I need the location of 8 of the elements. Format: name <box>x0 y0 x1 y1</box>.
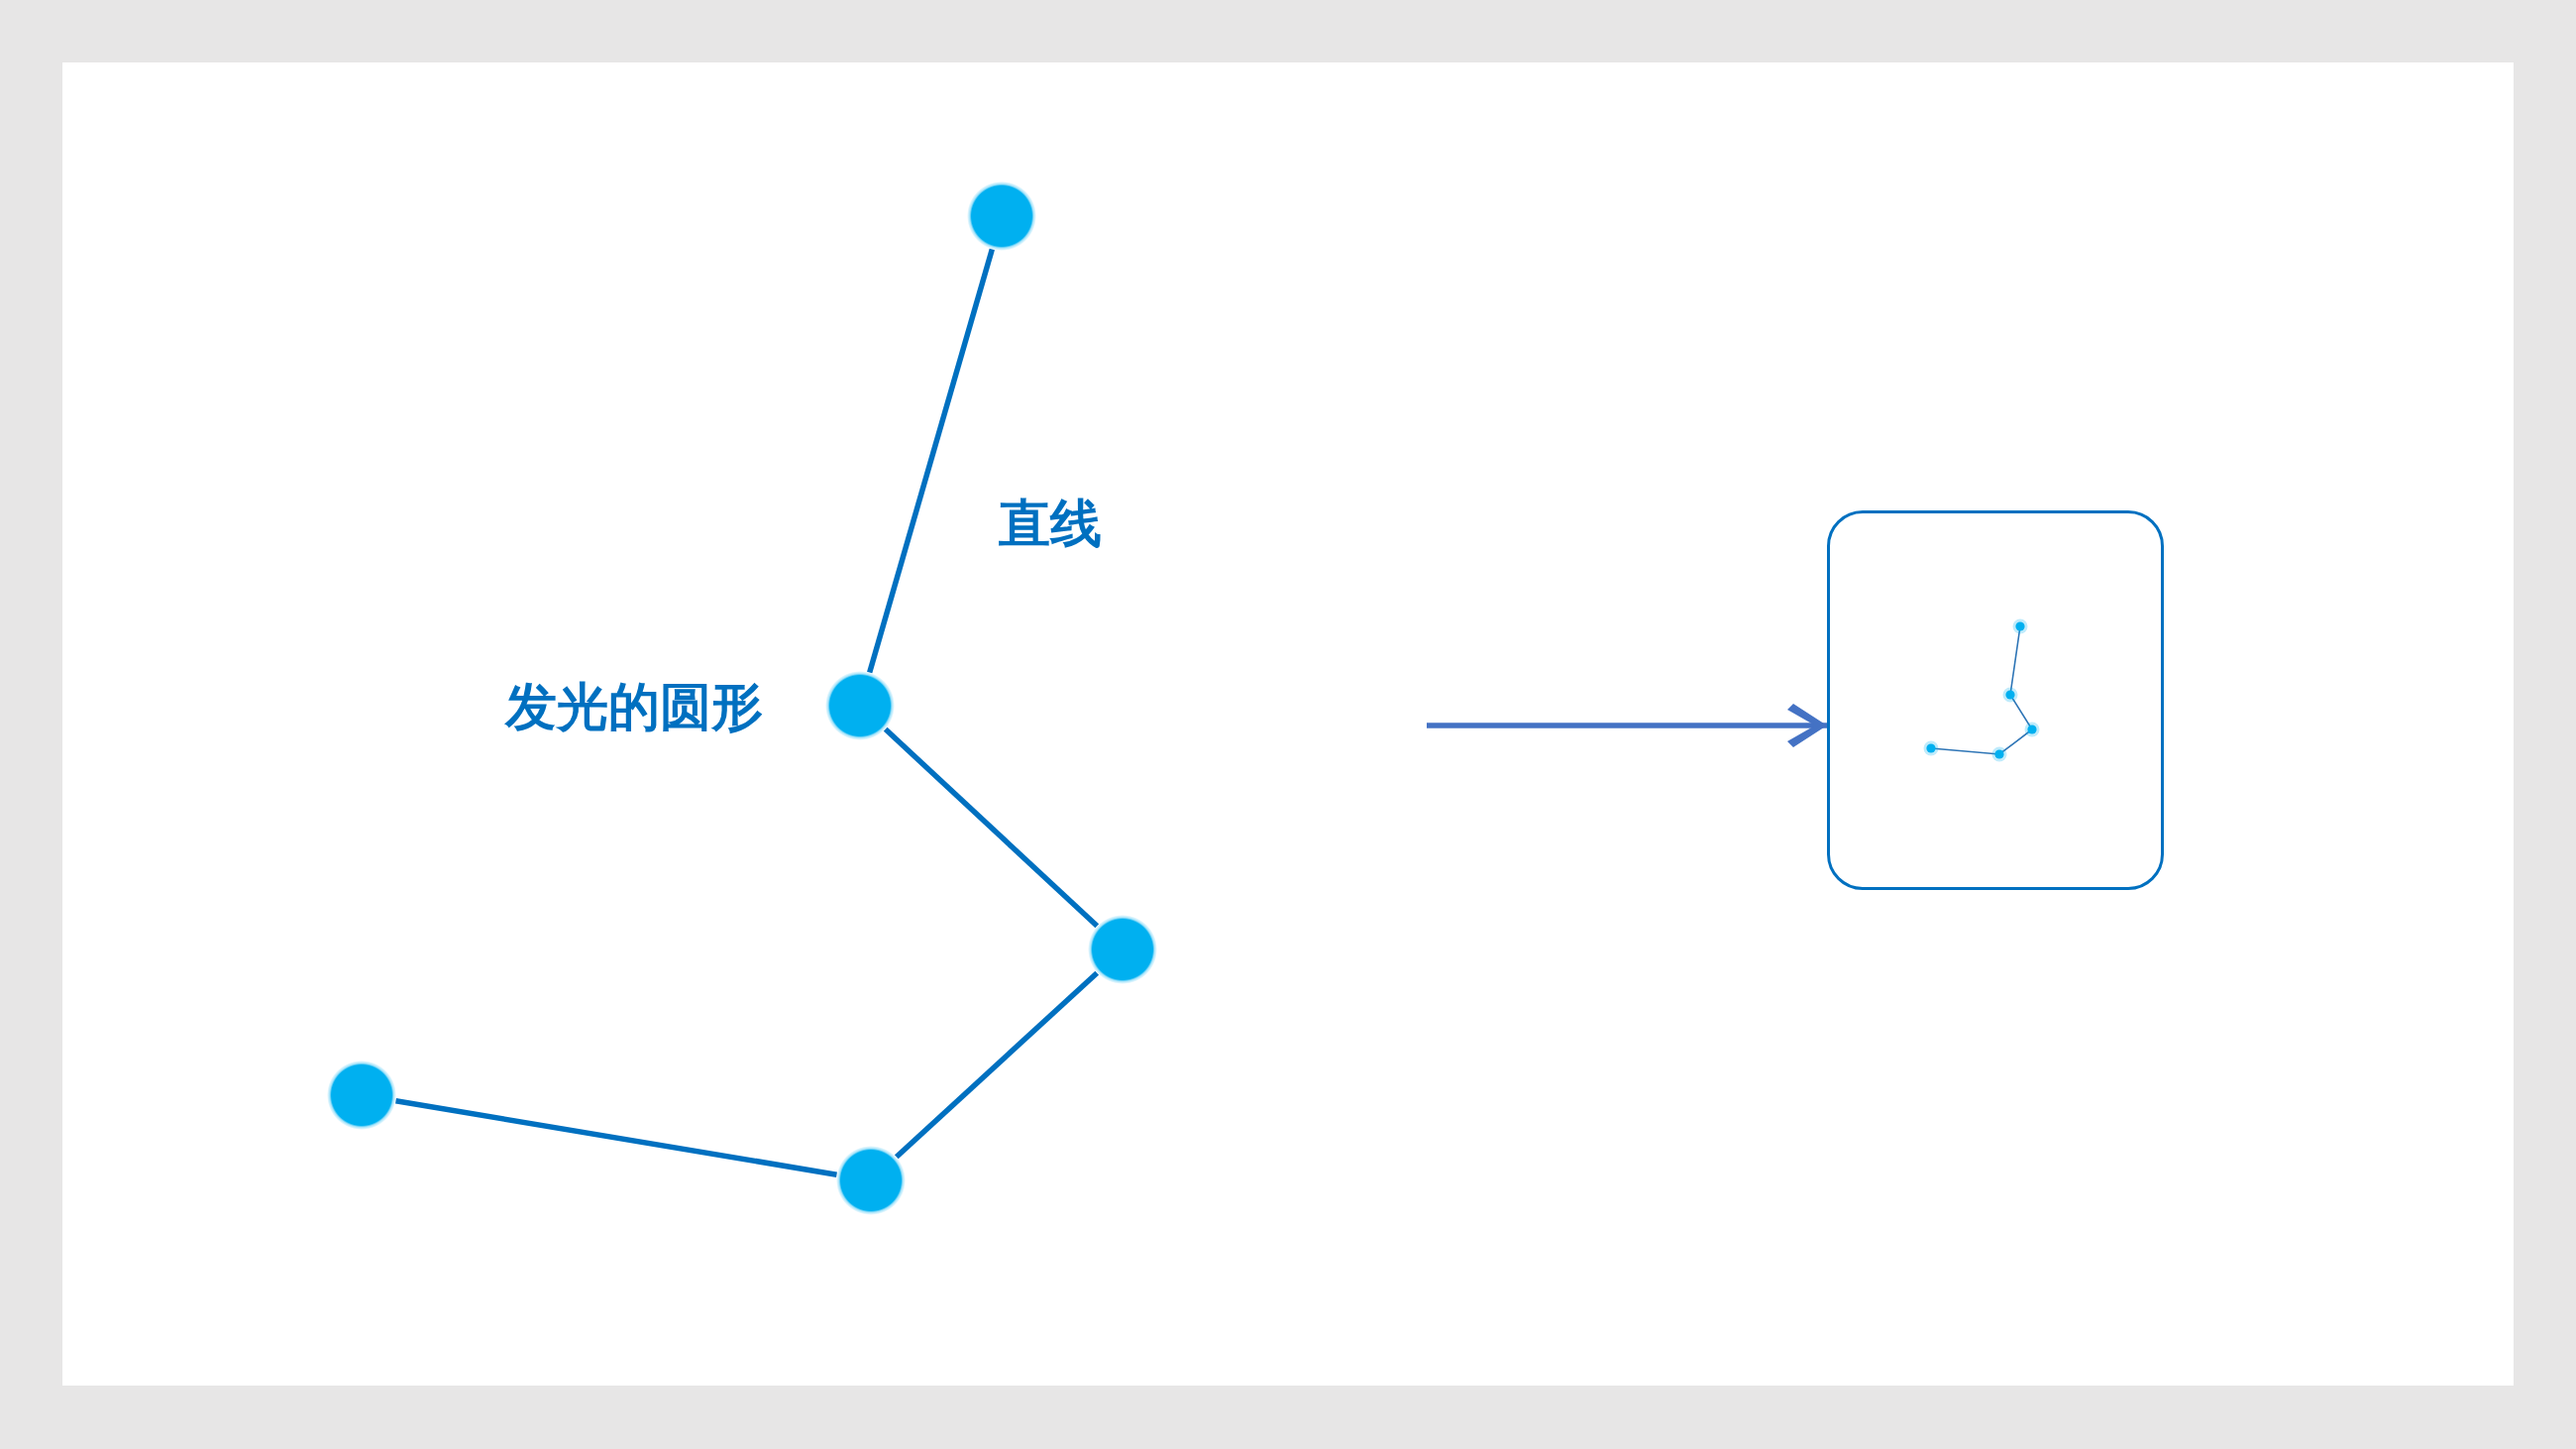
connector-line <box>867 248 995 674</box>
connector-line <box>395 1098 837 1177</box>
callout-label: 直线 <box>999 496 1102 553</box>
connector-line <box>883 726 1100 929</box>
callout-label: 发光的圆形 <box>505 679 763 736</box>
glowing-circle <box>1088 915 1157 984</box>
connector-line <box>894 970 1100 1160</box>
rounded-frame <box>1827 510 2164 890</box>
